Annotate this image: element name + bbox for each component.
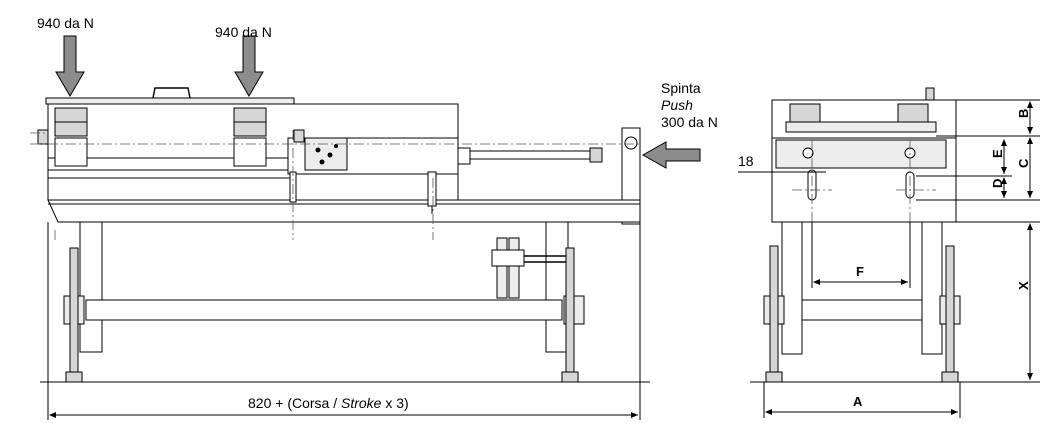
dim-e-label: E [990, 149, 1005, 158]
piston-rod [469, 150, 591, 160]
cylinder-valve-block [304, 137, 348, 171]
top-plate [45, 97, 295, 105]
dim-x-label: X [1016, 281, 1031, 290]
top-handle [152, 87, 191, 99]
air-filter-unit [491, 237, 566, 299]
side-block-left [789, 103, 821, 123]
push-value: 300 da N [661, 114, 718, 130]
front-view: 940 da N 940 da N [30, 15, 718, 420]
pressure-block-right [233, 107, 267, 167]
dim-b-label: B [1016, 109, 1031, 118]
dim-c-label: C [1016, 158, 1031, 168]
dim-a-label: A [853, 394, 863, 409]
dim-f-label: F [856, 264, 864, 279]
leg-left [79, 221, 103, 353]
load-arrow-left [55, 35, 85, 97]
side-leg-right [921, 221, 943, 355]
cross-bar [85, 299, 563, 321]
load-label-left: 940 da N [37, 15, 94, 31]
load-arrow-right [234, 35, 264, 97]
pressure-block-left [54, 107, 88, 167]
push-arrow [641, 141, 701, 169]
length-dimension-label: 820 + (Corsa / Stroke x 3) [248, 395, 409, 411]
side-cross-bar [801, 299, 923, 321]
leg-right [545, 221, 569, 353]
push-label-it: Spinta [661, 80, 701, 96]
side-leg-left [781, 221, 803, 355]
load-label-right: 940 da N [215, 24, 272, 40]
dim-d-label: D [990, 179, 1005, 188]
side-block-right [897, 103, 929, 123]
chassis-beam [47, 199, 641, 223]
side-view: 18 F A B C E D X [738, 87, 1040, 418]
rod-end [589, 147, 603, 163]
push-label-en: Push [661, 97, 693, 113]
dim-18-label: 18 [738, 153, 754, 169]
end-cap [37, 129, 49, 145]
